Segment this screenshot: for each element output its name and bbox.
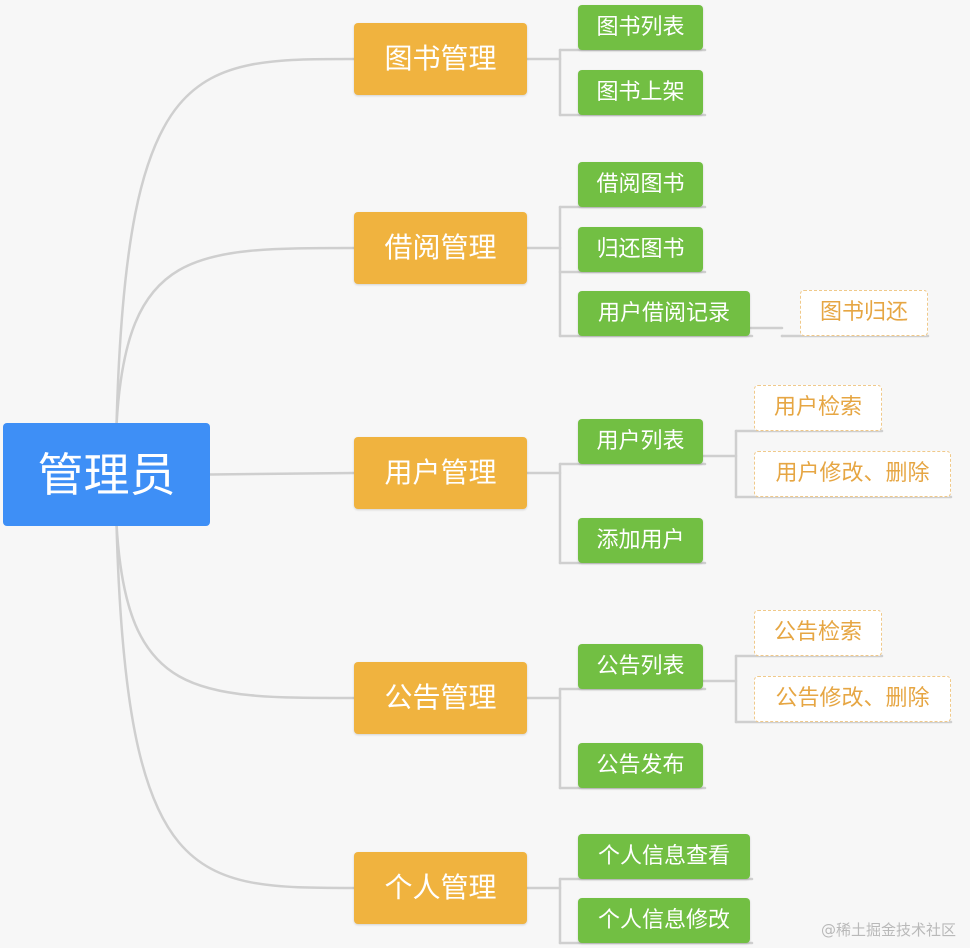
leaf-node[interactable]: 用户借阅记录 (578, 291, 750, 336)
sub-node[interactable]: 图书归还 (800, 290, 928, 336)
category-node[interactable]: 个人管理 (354, 852, 527, 924)
root-link-4 (115, 522, 356, 890)
leaf-node[interactable]: 图书上架 (578, 70, 703, 115)
leaf-node[interactable]: 公告列表 (578, 644, 703, 689)
leaf-node[interactable]: 归还图书 (578, 227, 703, 272)
watermark: @稀土掘金技术社区 (820, 921, 956, 939)
category-node[interactable]: 用户管理 (354, 437, 527, 509)
leaf-node[interactable]: 公告发布 (578, 743, 703, 788)
leaf-node[interactable]: 添加用户 (578, 518, 703, 563)
leaf-node[interactable]: 个人信息修改 (578, 898, 750, 943)
category-node[interactable]: 借阅管理 (354, 212, 527, 284)
root-node[interactable]: 管理员 (3, 423, 210, 526)
leaf-node[interactable]: 图书列表 (578, 5, 703, 50)
sub-node[interactable]: 用户修改、删除 (754, 451, 951, 497)
leaf-node[interactable]: 个人信息查看 (578, 834, 750, 879)
sub-node[interactable]: 公告检索 (754, 610, 882, 656)
root-link-0 (115, 57, 356, 427)
leaf-node[interactable]: 用户列表 (578, 419, 703, 464)
root-link-1 (115, 246, 356, 427)
sub-node[interactable]: 用户检索 (754, 385, 882, 431)
root-link-3 (115, 522, 356, 700)
root-link-2 (208, 471, 356, 476)
sub-node[interactable]: 公告修改、删除 (754, 676, 951, 722)
category-node[interactable]: 公告管理 (354, 662, 527, 734)
category-node[interactable]: 图书管理 (354, 23, 527, 95)
leaf-node[interactable]: 借阅图书 (578, 162, 703, 207)
